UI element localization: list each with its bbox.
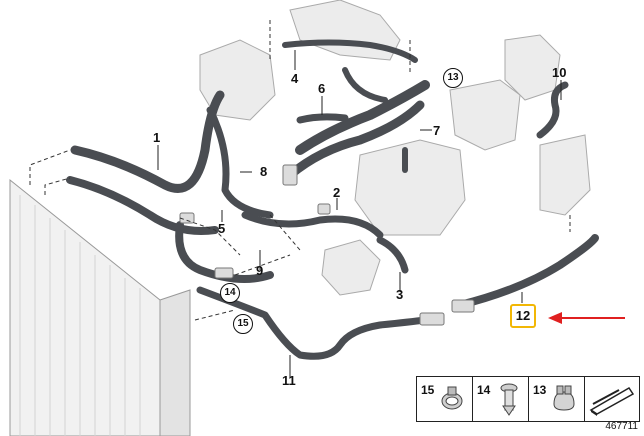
image-id: 467711 (605, 421, 638, 432)
part-label-5: 5 (218, 221, 226, 236)
part-label-7: 7 (433, 123, 441, 138)
expanding-rivet-icon (500, 383, 518, 416)
part-label-6: 6 (318, 81, 326, 96)
legend-cell-wedge (585, 377, 638, 421)
part-label-9: 9 (256, 263, 264, 278)
legend-num-13: 13 (533, 383, 547, 397)
dashed-lines (29, 20, 571, 321)
legend-cell-13: 13 (529, 377, 585, 421)
legend-cell-14: 14 (473, 377, 529, 421)
part-label-11: 11 (282, 373, 296, 388)
parts-legend: 15 14 13 (416, 376, 640, 422)
red-arrow (548, 312, 625, 324)
legend-num-14: 14 (477, 383, 491, 397)
legend-cell-15: 15 (417, 377, 473, 421)
part-label-10: 10 (552, 65, 567, 80)
part-label-2: 2 (333, 185, 341, 200)
part-label-12-highlighted: 12 (510, 304, 536, 328)
circled-label-13: 13 (443, 68, 463, 88)
hose-clamp-icon (441, 386, 463, 410)
hoses (66, 39, 599, 360)
part-label-8: 8 (260, 164, 268, 179)
sealing-wedge-icon (589, 386, 635, 416)
part-label-3: 3 (396, 287, 404, 302)
legend-num-15: 15 (421, 383, 435, 397)
spring-clip-icon (553, 385, 575, 411)
radiator (9, 178, 191, 436)
circled-label-14: 14 (220, 283, 240, 303)
part-label-1: 1 (153, 130, 161, 145)
circled-label-15: 15 (233, 314, 253, 334)
hose-connectors (179, 164, 475, 326)
leader-lines (157, 50, 562, 378)
part-label-4: 4 (291, 71, 299, 86)
